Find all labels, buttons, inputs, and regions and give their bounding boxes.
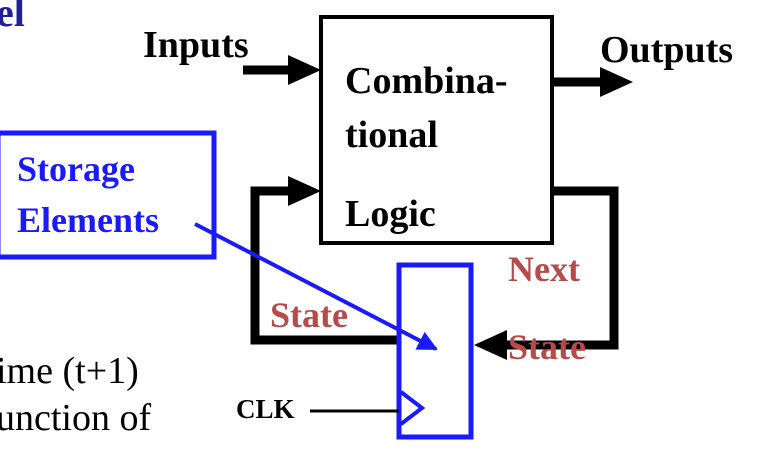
state-arrow-head (288, 176, 321, 206)
state-path (250, 186, 400, 345)
logic-label-line1: Combina- (345, 60, 508, 102)
outputs-label: Outputs (600, 29, 733, 71)
slide-title-fragment: el (0, 0, 25, 35)
state-label: State (270, 295, 348, 335)
storage-pointer-arrow (194, 222, 438, 351)
storage-label-line2: Elements (17, 200, 159, 240)
clock-triangle (399, 390, 426, 426)
body-text-line2: unction of (0, 397, 151, 439)
body-text-line1: ime (t+1) (0, 350, 139, 392)
next-state-label-line1: Next (508, 249, 580, 289)
storage-elements-callout-box (0, 130, 217, 260)
next-state-path (505, 186, 619, 350)
logic-label-line2: tional (345, 114, 438, 156)
next-state-arrow-head (474, 330, 507, 360)
inputs-label: Inputs (143, 24, 249, 66)
flip-flop-box (396, 262, 474, 440)
combinational-logic-box (319, 15, 554, 245)
inputs-arrow-head (288, 55, 321, 85)
storage-label-line1: Storage (17, 149, 135, 189)
logic-label-line3: Logic (345, 193, 436, 235)
clk-label: CLK (236, 394, 295, 424)
next-state-label-line2: State (508, 327, 586, 367)
outputs-arrow-head (600, 67, 633, 97)
